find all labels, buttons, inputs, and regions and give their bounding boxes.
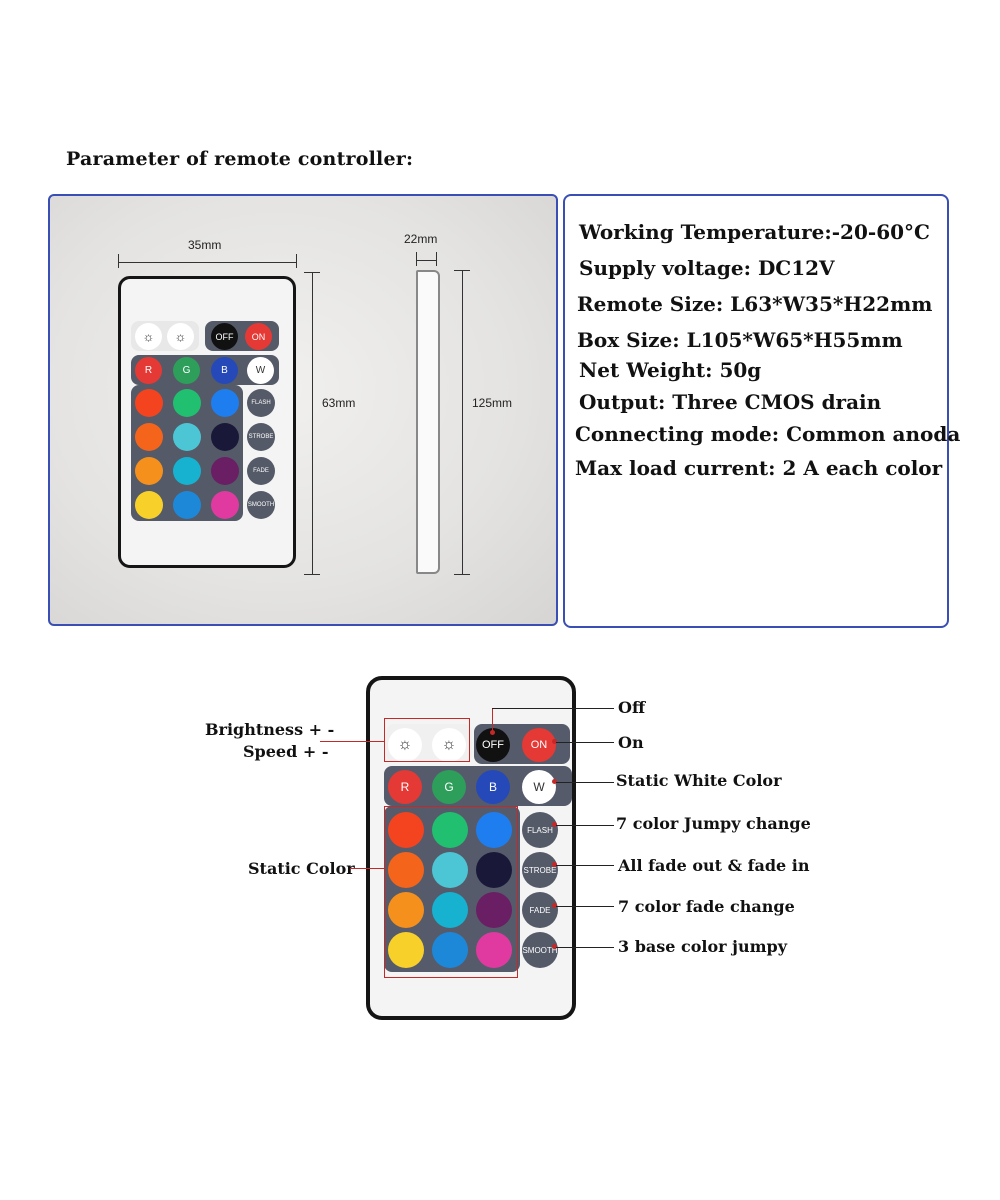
color-button: [388, 812, 424, 848]
fade-callout: 7 color fade change: [618, 897, 795, 916]
static-white-callout: Static White Color: [616, 771, 782, 790]
color-button: [432, 892, 468, 928]
w-button: W: [247, 357, 274, 384]
static-color-highlight-box: [384, 806, 518, 978]
annotated-remote: ☼ ☼ OFF ON R G B W FLASH STROBE FADE SMO…: [366, 676, 576, 1020]
smooth-button: SMOOTH: [247, 491, 275, 519]
side-height-dimension-label: 125mm: [472, 396, 513, 410]
height-dimension-line: [312, 272, 313, 574]
static-color-callout: Static Color: [248, 859, 355, 878]
color-button: [476, 852, 512, 888]
color-button: [173, 423, 201, 451]
width-dimension-line: [118, 262, 296, 263]
strobe-callout: All fade out & fade in: [618, 856, 810, 875]
color-button: [476, 812, 512, 848]
spec-max-load-current: Max load current: 2 A each color: [575, 456, 943, 480]
b-button: B: [476, 770, 510, 804]
color-button: [476, 932, 512, 968]
flash-button: FLASH: [522, 812, 558, 848]
color-button: [211, 423, 239, 451]
color-button: [173, 491, 201, 519]
color-button: [211, 491, 239, 519]
color-button: [211, 389, 239, 417]
side-height-dimension-line: [462, 270, 463, 574]
spec-connecting-mode: Connecting mode: Common anoda: [575, 422, 961, 446]
strobe-button: STROBE: [247, 423, 275, 451]
thickness-dimension-label: 22mm: [404, 232, 438, 246]
brightness-down-icon: ☼: [432, 728, 466, 762]
on-button: ON: [522, 728, 556, 762]
color-button: [135, 389, 163, 417]
fade-button: FADE: [247, 457, 275, 485]
on-callout: On: [618, 733, 644, 752]
g-button: G: [432, 770, 466, 804]
color-button: [432, 852, 468, 888]
color-button: [432, 812, 468, 848]
strobe-button: STROBE: [522, 852, 558, 888]
r-button: R: [388, 770, 422, 804]
off-callout: Off: [618, 698, 646, 717]
height-dimension-label: 63mm: [322, 396, 356, 410]
color-button: [476, 892, 512, 928]
g-button: G: [173, 357, 200, 384]
brightness-up-icon: ☼: [135, 323, 162, 350]
speed-callout: Speed + -: [243, 742, 329, 761]
fade-button: FADE: [522, 892, 558, 928]
color-button: [388, 932, 424, 968]
color-button: [388, 852, 424, 888]
color-button: [135, 457, 163, 485]
remote-front-view: ☼ ☼ OFF ON R G B W FLASH STROBE FADE SMO…: [118, 276, 296, 568]
brightness-highlight-box: [384, 718, 470, 762]
spec-output: Output: Three CMOS drain: [579, 390, 882, 414]
spec-panel: Working Temperature:-20-60°C Supply volt…: [563, 194, 960, 628]
brightness-up-icon: ☼: [388, 728, 422, 762]
w-button: W: [522, 770, 556, 804]
b-button: B: [211, 357, 238, 384]
spec-working-temperature: Working Temperature:-20-60°C: [579, 220, 930, 244]
on-button: ON: [245, 323, 272, 350]
spec-remote-size: Remote Size: L63*W35*H22mm: [577, 292, 933, 316]
flash-callout: 7 color Jumpy change: [616, 814, 811, 833]
color-button: [388, 892, 424, 928]
remote-photo-panel: 35mm ☼ ☼ OFF ON R G B W FLASH STROBE FAD…: [48, 194, 558, 626]
color-button: [135, 491, 163, 519]
flash-button: FLASH: [247, 389, 275, 417]
brightness-callout: Brightness + -: [205, 720, 335, 739]
spec-supply-voltage: Supply voltage: DC12V: [579, 256, 835, 280]
smooth-button: SMOOTH: [522, 932, 558, 968]
r-button: R: [135, 357, 162, 384]
remote-side-view: [416, 270, 440, 574]
color-button: [173, 457, 201, 485]
brightness-down-icon: ☼: [167, 323, 194, 350]
width-dimension-label: 35mm: [188, 238, 222, 252]
color-button: [173, 389, 201, 417]
spec-box-size: Box Size: L105*W65*H55mm: [577, 328, 903, 352]
spec-net-weight: Net Weight: 50g: [579, 358, 762, 382]
off-button: OFF: [211, 323, 238, 350]
smooth-callout: 3 base color jumpy: [618, 937, 788, 956]
color-button: [432, 932, 468, 968]
color-button: [211, 457, 239, 485]
color-button: [135, 423, 163, 451]
page-title: Parameter of remote controller:: [66, 148, 414, 170]
